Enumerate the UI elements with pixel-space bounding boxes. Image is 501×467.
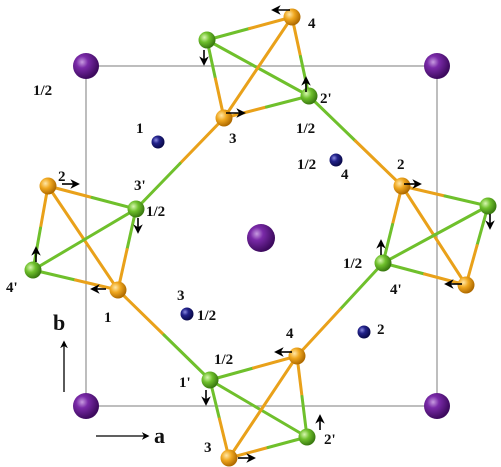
bond-ring-3-b <box>295 308 342 358</box>
bond-top-2-a <box>205 38 260 70</box>
bond-ring-3-a <box>338 261 385 311</box>
green-atom <box>479 197 497 215</box>
orange-atom <box>39 177 57 195</box>
bond-ring-2-a <box>307 94 357 143</box>
label-right-4prime: 4' <box>390 282 402 298</box>
unit-cell-boundary <box>85 65 438 407</box>
label-navy-3: 3 <box>177 288 185 304</box>
navy-atom <box>357 325 371 339</box>
bond-top-5-a <box>256 15 294 69</box>
orange-atom <box>393 177 411 195</box>
spin-arrows <box>31 5 495 463</box>
green-atom <box>201 371 219 389</box>
label-right-2: 2 <box>397 157 405 173</box>
label-navy-3-half: 1/2 <box>197 308 216 324</box>
bond-ring-1-a <box>178 116 226 165</box>
label-bottom-4: 4 <box>286 326 294 342</box>
bond-bottom-5-b <box>227 405 265 460</box>
bond-ring-2-b <box>354 139 404 188</box>
bond-left-4-b <box>31 238 86 272</box>
label-left-4prime: 4' <box>6 280 18 296</box>
bond-left-3-a <box>46 184 85 240</box>
green-atom <box>298 428 316 446</box>
bond-ring-4-a <box>116 288 166 337</box>
orange-atom <box>109 281 127 299</box>
label-navy-4: 4 <box>341 167 349 183</box>
green-atom <box>198 31 216 49</box>
label-left-1: 1 <box>104 310 112 326</box>
bond-right-4-b <box>381 233 437 265</box>
orange-atom <box>288 347 306 365</box>
purple-corner-atom <box>424 53 450 79</box>
bond-ring-4-b <box>162 333 212 382</box>
label-left-3prime: 3' <box>134 178 146 194</box>
orange-atom <box>220 449 238 467</box>
green-atom <box>374 254 392 272</box>
navy-atom <box>151 135 165 149</box>
label-bottom-1prime: 1' <box>179 375 191 391</box>
bond-bottom-2-a <box>208 378 260 410</box>
orange-atom <box>457 276 475 294</box>
orange-atom <box>215 109 233 127</box>
purple-corner-atom <box>73 53 99 79</box>
label-navy-2: 2 <box>377 322 385 338</box>
label-top-2prime: 2' <box>320 91 332 107</box>
a-axis-label: a <box>154 423 165 448</box>
bond-network <box>31 15 490 460</box>
bond-top-5-b <box>222 66 260 120</box>
label-top-half: 1/2 <box>296 121 315 137</box>
label-bottom-half: 1/2 <box>214 352 233 368</box>
bond-left-3-b <box>81 236 120 292</box>
bond-top-2-b <box>256 66 311 98</box>
b-axis-label: b <box>53 310 65 335</box>
bond-ring-1-b <box>134 162 182 211</box>
green-atom <box>24 261 42 279</box>
purple-corner-atom <box>424 393 450 419</box>
label-top-4: 4 <box>308 16 316 32</box>
navy-atom <box>180 307 194 321</box>
label-bottom-2prime: 2' <box>324 432 336 448</box>
label-navy-4-half: 1/2 <box>297 157 316 173</box>
label-bottom-3: 3 <box>204 440 212 456</box>
bond-bottom-2-b <box>257 407 309 439</box>
bond-right-4-a <box>434 204 490 236</box>
label-left-half-corner: 1/2 <box>33 83 52 99</box>
label-left-half: 1/2 <box>146 204 165 220</box>
bond-bottom-5-a <box>261 354 299 409</box>
atom-layer <box>24 8 497 467</box>
label-top-3: 3 <box>229 131 237 147</box>
green-atom <box>300 87 318 105</box>
label-right-half: 1/2 <box>343 256 362 272</box>
orange-atom <box>283 8 301 26</box>
navy-atom <box>329 153 343 167</box>
purple-corner-atom <box>73 393 99 419</box>
label-navy-1: 1 <box>136 121 144 137</box>
bond-right-3-b <box>432 234 468 287</box>
label-left-2: 2 <box>58 169 66 185</box>
purple-center-atom <box>247 224 275 252</box>
bond-right-3-a <box>400 184 436 237</box>
green-atom <box>127 200 145 218</box>
bond-left-4-a <box>83 207 138 241</box>
